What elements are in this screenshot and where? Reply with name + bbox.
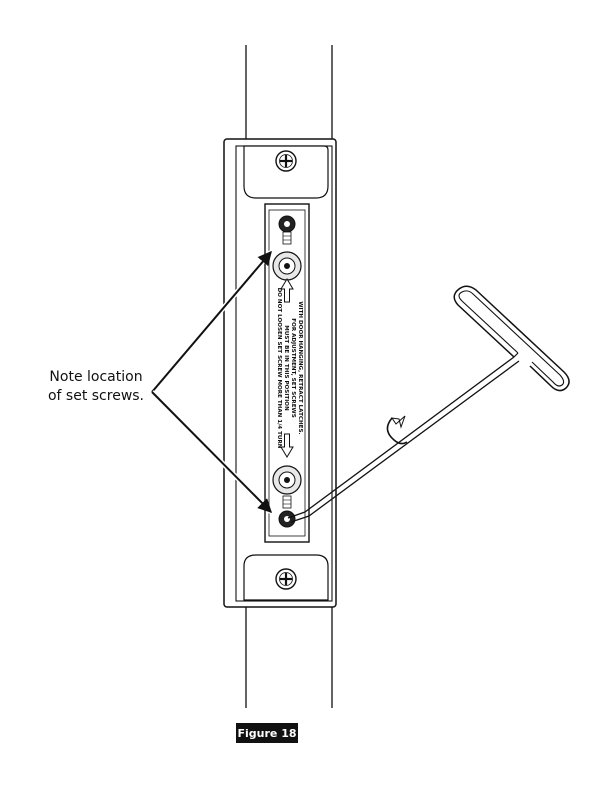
plate-text-line-2: FOR ADJUSTMENT, SET SCREWS xyxy=(290,318,296,418)
top-mounting-screw-icon xyxy=(275,150,297,172)
strike-recess-inner xyxy=(268,209,306,537)
callout-line-1: Note location xyxy=(49,369,143,385)
callout-label: Note location of set screws. xyxy=(36,368,156,406)
top-set-screw-icon xyxy=(272,215,302,281)
top-mounting-ear xyxy=(243,145,329,199)
plate-text-line-1: WITH DOOR HANGING, RETRACT LATCHES. xyxy=(297,301,303,434)
callout-arrow-upper xyxy=(150,250,273,394)
plate-text-line-3: MUST BE IN THIS POSITION xyxy=(283,325,289,411)
hex-wrench-icon xyxy=(287,285,570,523)
up-arrow-icon xyxy=(280,278,294,303)
down-arrow-icon xyxy=(280,433,294,458)
plate-instructions: WITH DOOR HANGING, RETRACT LATCHES. FOR … xyxy=(276,288,303,449)
bottom-set-screw-icon xyxy=(272,465,302,528)
callout-line-2: of set screws. xyxy=(47,388,145,404)
bottom-mounting-screw-icon xyxy=(275,568,297,590)
plate-text-line-4: DO NOT LOOSEN SET SCREW MORE THAN 1/4 TU… xyxy=(276,288,282,449)
callout-arrow-lower xyxy=(150,390,273,514)
figure-label: Figure 18 xyxy=(236,723,298,743)
